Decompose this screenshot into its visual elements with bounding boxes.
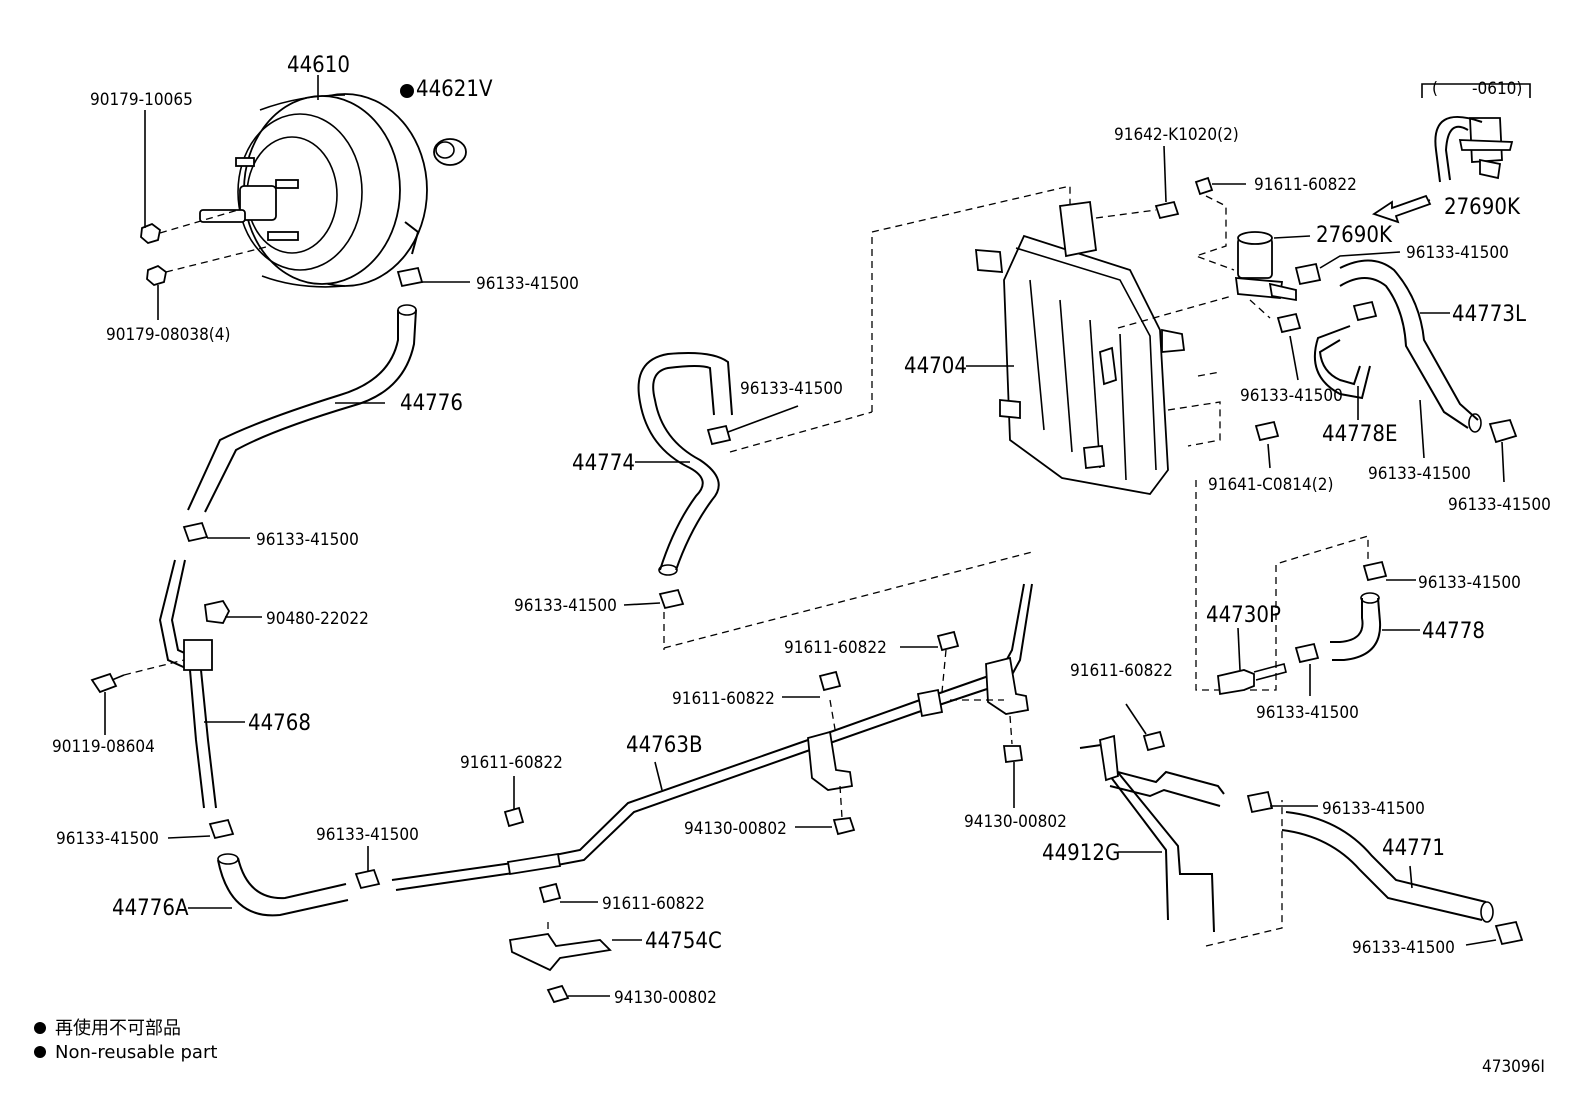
label-44754c: 44754C — [645, 929, 722, 954]
label-range: ( -0610) — [1432, 79, 1522, 99]
label-27690k-main: 27690K — [1316, 223, 1393, 248]
label-44768: 44768 — [248, 711, 311, 736]
label-44730p: 44730P — [1206, 603, 1281, 628]
label-90480-22022: 90480-22022 — [266, 609, 369, 629]
label-90179-08038: 90179-08038(4) — [106, 325, 230, 345]
label-bolt-mid2: 91611-60822 — [784, 638, 887, 658]
label-bolt-44754-top: 91611-60822 — [460, 753, 563, 773]
nut-90179-10065-drawing — [140, 222, 161, 245]
hose-44774-drawing — [652, 365, 720, 571]
figure-id: 473096I — [1482, 1057, 1545, 1077]
label-clamp-44771-top: 96133-41500 — [1322, 799, 1425, 819]
label-bolt-44912: 91611-60822 — [1070, 661, 1173, 681]
hose-44776a-drawing — [217, 859, 349, 917]
bolt-90119-drawing — [90, 672, 118, 694]
non-reusable-mark — [400, 84, 414, 98]
label-clamp-44773-end: 96133-41500 — [1448, 495, 1551, 515]
label-44610: 44610 — [287, 53, 350, 78]
label-44773l: 44773L — [1452, 302, 1526, 327]
legend-jp: 再使用不可部品 — [55, 1018, 181, 1039]
label-44912g: 44912G — [1042, 841, 1120, 866]
label-nut-right: 94130-00802 — [964, 812, 1067, 832]
label-90179-10065: 90179-10065 — [90, 90, 193, 110]
legend-bullet-jp — [34, 1022, 46, 1034]
label-clamp-44763-end: 96133-41500 — [316, 825, 419, 845]
label-clamp-44774-low: 96133-41500 — [514, 596, 617, 616]
label-44621v: 44621V — [416, 77, 493, 102]
label-clamp-44778-top: 96133-41500 — [1418, 573, 1521, 593]
grommet-44621v-drawing — [433, 138, 467, 166]
legend-bullet-en — [34, 1046, 46, 1058]
vsv-27690k-drawing — [1234, 231, 1297, 302]
check-valve-44730p-drawing — [1217, 669, 1255, 696]
label-clamp-44778-low: 96133-41500 — [1256, 703, 1359, 723]
bracket-44754c-drawing — [508, 933, 612, 972]
label-44771: 44771 — [1382, 836, 1445, 861]
label-clamp-44768-low: 96133-41500 — [56, 829, 159, 849]
label-90119-08604: 90119-08604 — [52, 737, 155, 757]
label-44774: 44774 — [572, 451, 635, 476]
label-clamp-44774-top: 96133-41500 — [740, 379, 843, 399]
hose-44771-drawing — [1281, 829, 1483, 921]
label-bolt-91641: 91641-C0814(2) — [1208, 475, 1333, 495]
label-clamp-44776-low: 96133-41500 — [256, 530, 359, 550]
clamp-booster-drawing — [396, 266, 424, 288]
label-clamp-44773-low: 96133-41500 — [1368, 464, 1471, 484]
brake-booster-drawing — [199, 93, 428, 288]
label-clamp-27690: 96133-41500 — [1406, 243, 1509, 263]
hose-44773l-drawing — [1339, 259, 1479, 421]
label-bolt-mid1: 91611-60822 — [672, 689, 775, 709]
label-44763b: 44763B — [626, 733, 703, 758]
label-44776a: 44776A — [112, 896, 189, 921]
label-bolt-91611-top: 91611-60822 — [1254, 175, 1357, 195]
vacuum-tank-44704-drawing — [974, 200, 1186, 495]
label-nut-mid: 94130-00802 — [684, 819, 787, 839]
nut-90179-08038-drawing — [146, 264, 167, 287]
label-44778e: 44778E — [1322, 422, 1397, 447]
label-bolt-44754-low: 91611-60822 — [602, 894, 705, 914]
label-clamp-booster: 96133-41500 — [476, 274, 579, 294]
label-44704: 44704 — [904, 354, 967, 379]
label-clamp-44771-low: 96133-41500 — [1352, 938, 1455, 958]
vsv-inset-drawing — [1434, 115, 1514, 183]
label-nut-44754: 94130-00802 — [614, 988, 717, 1008]
hose-44776-drawing — [187, 310, 399, 511]
grommet-90480-drawing — [204, 599, 231, 624]
label-bolt-91642: 91642-K1020(2) — [1114, 125, 1239, 145]
label-44776: 44776 — [400, 391, 463, 416]
legend-en: Non-reusable part — [55, 1042, 217, 1063]
arrow-indicator — [1371, 194, 1432, 224]
label-clamp-vsv-low: 96133-41500 — [1240, 386, 1343, 406]
label-44778: 44778 — [1422, 619, 1485, 644]
label-27690k-inset: 27690K — [1444, 195, 1521, 220]
